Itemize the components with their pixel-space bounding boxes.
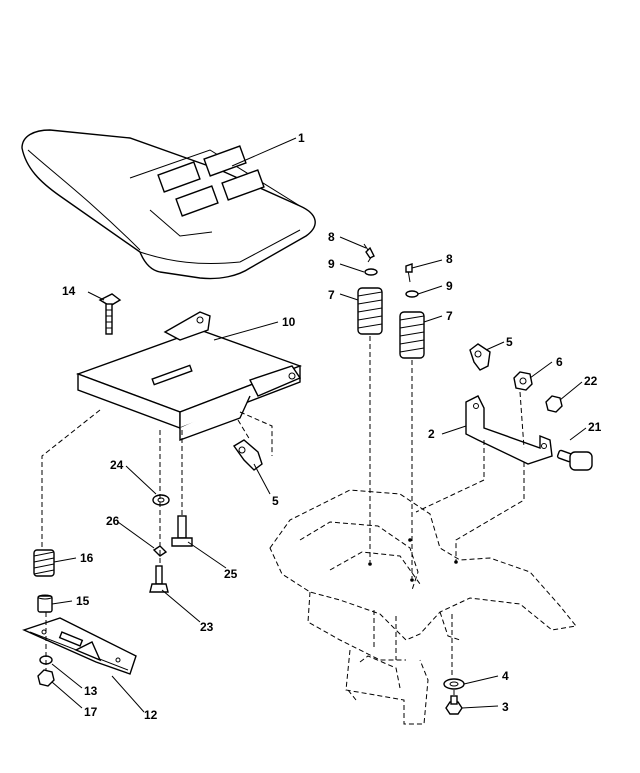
bushing-part-15 — [37, 594, 53, 613]
callout-1: 1 — [298, 131, 305, 145]
callout-26: 26 — [106, 514, 120, 528]
callout-8-right: 8 — [446, 252, 453, 266]
callout-3: 3 — [502, 700, 509, 714]
callout-15: 15 — [76, 594, 90, 608]
callout-22: 22 — [584, 374, 598, 388]
clip-part-5-left — [232, 439, 263, 471]
callout-24: 24 — [110, 458, 124, 472]
spring-part-7-right — [399, 311, 425, 359]
callout-5-left: 5 — [272, 494, 279, 508]
bolt-part-3 — [445, 695, 463, 715]
callout-16: 16 — [80, 551, 94, 565]
washer-part-9-right — [405, 290, 419, 298]
washer-part-9-left — [364, 268, 378, 276]
slide-plate-part-12 — [22, 617, 137, 675]
callout-17: 17 — [84, 705, 98, 719]
shoulder-bolt-part-25 — [171, 515, 193, 547]
callout-25: 25 — [224, 567, 238, 581]
washer-part-24 — [152, 494, 170, 506]
spring-part-16 — [33, 549, 55, 577]
nut-part-22 — [545, 395, 563, 413]
knob-part-21 — [556, 449, 593, 471]
seat-part — [21, 129, 316, 280]
pin-part-8-right — [405, 263, 413, 283]
pin-part-8-left — [363, 243, 375, 263]
callout-9-right: 9 — [446, 279, 453, 293]
nut-part-17 — [37, 669, 55, 687]
callout-10: 10 — [282, 315, 296, 329]
callout-9-left: 9 — [328, 257, 335, 271]
callout-8-left: 8 — [328, 230, 335, 244]
callout-23: 23 — [200, 620, 214, 634]
leader-lines — [51, 137, 587, 713]
callout-6: 6 — [556, 355, 563, 369]
bolt-part-14 — [98, 293, 122, 335]
callout-2: 2 — [428, 427, 435, 441]
callout-7-right: 7 — [446, 309, 453, 323]
bracket-part-2 — [465, 395, 553, 465]
callout-13: 13 — [84, 684, 98, 698]
bolt-part-23 — [149, 565, 169, 593]
callout-14: 14 — [62, 284, 76, 298]
nut-part-6 — [513, 371, 533, 391]
callout-5-right: 5 — [506, 335, 513, 349]
washer-part-4 — [443, 678, 465, 690]
seat-pan-part — [75, 311, 303, 442]
callout-12: 12 — [144, 708, 158, 722]
callout-21: 21 — [588, 420, 602, 434]
clip-part-5-right — [469, 343, 491, 371]
callout-labels: 1 2 3 4 5 5 6 7 7 8 8 9 9 10 12 13 14 15… — [62, 131, 602, 722]
tractor-frame — [269, 489, 577, 725]
spring-part-7-left — [357, 287, 383, 335]
callout-7-left: 7 — [328, 288, 335, 302]
callout-4: 4 — [502, 669, 509, 683]
